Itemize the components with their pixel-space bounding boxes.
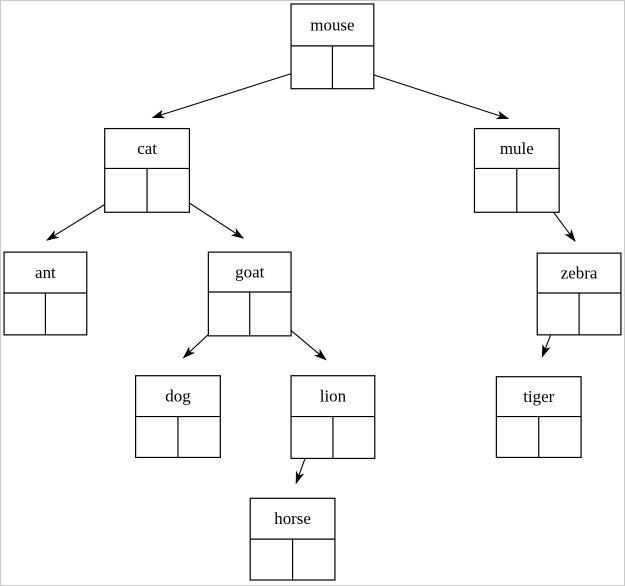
node-label-lion: lion xyxy=(320,387,347,406)
tree-node-ant: ant xyxy=(3,251,88,336)
tree-node-horse: horse xyxy=(249,497,336,581)
tree-node-zebra: zebra xyxy=(536,252,622,336)
node-label-zebra: zebra xyxy=(561,264,598,283)
edge-mouse-right-to-mule xyxy=(351,67,510,120)
node-label-ant: ant xyxy=(35,263,56,282)
node-label-goat: goat xyxy=(235,263,264,282)
tree-node-mouse: mouse xyxy=(290,3,375,90)
node-label-mouse: mouse xyxy=(310,15,354,34)
node-label-dog: dog xyxy=(165,387,191,406)
tree-node-cat: cat xyxy=(104,127,191,213)
tree-node-lion: lion xyxy=(290,375,376,460)
node-label-tiger: tiger xyxy=(523,387,554,406)
tree-node-mule: mule xyxy=(473,127,560,213)
tree-node-tiger: tiger xyxy=(495,376,582,459)
node-label-cat: cat xyxy=(137,139,157,158)
node-label-horse: horse xyxy=(274,509,311,528)
edge-mouse-left-to-cat xyxy=(151,66,314,119)
tree-node-dog: dog xyxy=(135,375,221,459)
tree-node-goat: goat xyxy=(207,251,292,337)
node-label-mule: mule xyxy=(500,139,534,158)
